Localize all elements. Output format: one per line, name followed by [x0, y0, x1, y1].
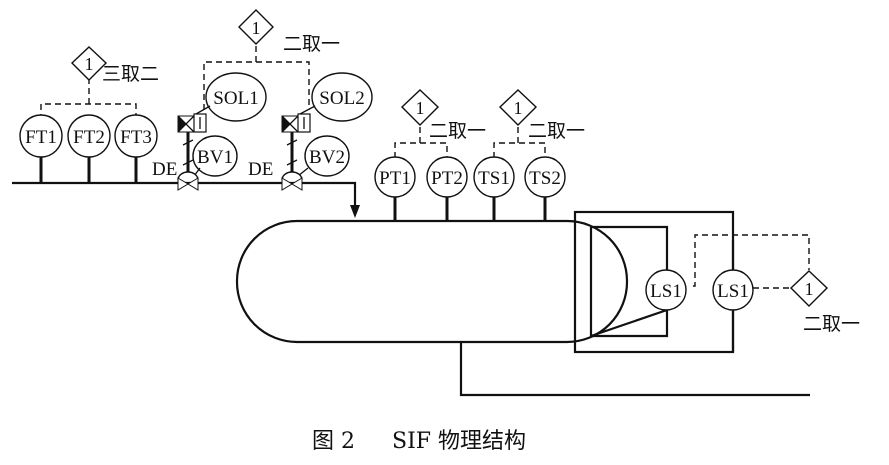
ft-logic-diamond: [70, 46, 108, 81]
ts-logic-diamond: [498, 89, 538, 126]
pt-logic-symbol: 1: [416, 98, 425, 118]
figure-caption: SIF 物理结构: [392, 429, 526, 454]
ls-voting-link-upper: [693, 234, 810, 287]
pt2-label: PT2: [431, 168, 463, 189]
instrument-ls1-inner: [645, 269, 687, 311]
sol-vote-label: 二取一: [283, 33, 340, 55]
flow-arrow-icon: [350, 205, 360, 218]
level-switch-group: LS1 LS1 1 二取一: [573, 210, 860, 354]
solenoid-actuator-icon: [178, 116, 186, 132]
pressure-temperature-group: 1 二取一 1 二取一 PT1 PT2 TS1 TS2: [374, 89, 585, 221]
ts2-label: TS2: [529, 168, 561, 189]
instrument-pt2: [426, 156, 468, 198]
sol-voting-link: [203, 45, 310, 110]
ls1-inner-label: LS1: [650, 281, 682, 302]
ts-voting-link: [493, 125, 546, 158]
bv2-action-label: DE: [248, 159, 273, 180]
sol1-label: SOL1: [213, 88, 258, 109]
ts-logic-symbol: 1: [514, 98, 523, 118]
ts-vote-label: 二取一: [528, 120, 585, 142]
bv2-label: BV2: [309, 147, 345, 168]
pt1-label: PT1: [379, 168, 411, 189]
pt-logic-diamond: [400, 89, 440, 126]
solenoid-actuator-icon: [282, 116, 290, 132]
bv1-action-label: DE: [152, 159, 177, 180]
process-inlet-line: [12, 181, 357, 212]
sol-logic-diamond: [238, 9, 274, 45]
ls-logic-symbol: 1: [805, 279, 814, 299]
ft-vote-label: 三取二: [102, 63, 159, 85]
ft-logic-symbol: 1: [85, 54, 94, 74]
ls-logic-diamond: [789, 270, 829, 307]
instrument-ts1: [473, 156, 515, 198]
vessel-body: [235, 219, 629, 344]
flow-transmitter-group: 1 三取二 FT1 FT2 FT3: [19, 46, 159, 183]
pt-vote-label: 二取一: [429, 120, 486, 142]
level-inner-chamber: [590, 225, 669, 338]
bv1-label: BV1: [197, 147, 233, 168]
ft2-label: FT2: [73, 127, 105, 148]
process-outlet-line: [459, 342, 810, 397]
pt-voting-link: [394, 125, 448, 158]
instrument-ls1-outer: [712, 269, 754, 311]
ls-vote-label: 二取一: [803, 313, 860, 335]
ft3-label: FT3: [120, 127, 152, 148]
separator-vessel: [235, 219, 810, 397]
valve-body-icon: [281, 177, 293, 191]
ts1-label: TS1: [478, 168, 510, 189]
instrument-sol1: [205, 72, 267, 122]
instrument-bv1: [192, 135, 238, 177]
instrument-ft2: [67, 114, 111, 158]
valve-body-icon: [177, 177, 189, 191]
ft1-label: FT1: [25, 127, 57, 148]
instrument-ft1: [19, 114, 63, 158]
instrument-bv2: [304, 135, 350, 177]
ls1-outer-label: LS1: [717, 281, 749, 302]
instrument-sol2: [311, 72, 373, 122]
shutdown-valve-group: 1 二取一 SOL1 BV1 DE SOL2: [152, 9, 373, 191]
figure-number: 图 2: [312, 429, 355, 454]
instrument-ts2: [524, 156, 566, 198]
instrument-ft3: [114, 114, 158, 158]
sol2-label: SOL2: [319, 88, 364, 109]
sol-logic-symbol: 1: [252, 18, 261, 38]
instrument-pt1: [374, 156, 416, 198]
